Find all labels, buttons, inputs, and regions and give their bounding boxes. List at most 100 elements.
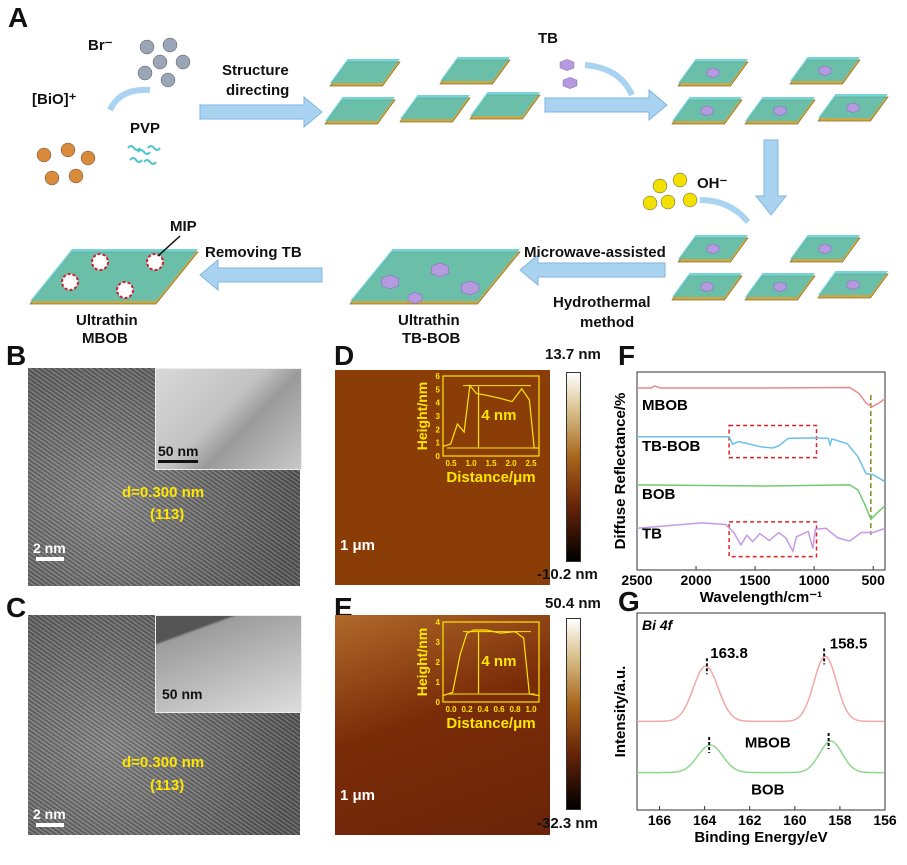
- ftir-xtick-label: 2500: [621, 572, 652, 588]
- xps-axes-frame: [636, 612, 886, 811]
- panel-label-c: C: [6, 592, 27, 623]
- height-profile-line: [442, 629, 540, 697]
- tb-molecule: [700, 105, 714, 117]
- height-xtick: 2.5: [525, 459, 537, 468]
- br-ion-sphere: [137, 65, 153, 81]
- height-ytick: 0: [436, 698, 441, 707]
- nanosheet-top: [400, 95, 470, 119]
- ftir-xtick-label: 1000: [799, 572, 830, 588]
- panel-label-b: B: [6, 340, 27, 371]
- height-ytick: 4: [436, 618, 441, 627]
- scale-b: 2 nm: [33, 540, 66, 556]
- oh-ion-sphere: [660, 194, 676, 210]
- height-profile-line: [442, 384, 539, 449]
- tbbob-label-1: Ultrathin: [398, 312, 460, 329]
- hydrothermal-label: Hydrothermal: [553, 294, 651, 311]
- peak-label: 158.5: [830, 635, 868, 652]
- height-ytick: 5: [436, 385, 441, 394]
- arrow-microwave: [519, 253, 666, 287]
- xps-xtick-label: 162: [738, 812, 762, 828]
- scalebar-c: [36, 823, 64, 827]
- ftir-axes-frame: [636, 371, 886, 571]
- arrow-down: [754, 139, 788, 216]
- tb-molecule: [559, 59, 575, 71]
- tb-molecule: [700, 281, 714, 293]
- bio-ion-sphere: [68, 168, 84, 184]
- colorbar-min-e: -32.3 nm: [537, 815, 598, 832]
- height-ytick: 0: [436, 452, 441, 461]
- height-ytick: 1: [436, 439, 441, 448]
- height-ytick: 6: [436, 372, 441, 381]
- scale-e: 1 μm: [340, 787, 376, 804]
- tb-molecule: [431, 262, 449, 278]
- arrow-removing-tb: [199, 258, 323, 292]
- d-spacing-c: d=0.300 nm: [122, 754, 205, 771]
- scale-d: 1 μm: [340, 537, 376, 554]
- height-ylabel: Height/nm: [414, 628, 430, 696]
- tb-molecule: [773, 281, 787, 293]
- xps-series-label: MBOB: [745, 734, 791, 751]
- tb-molecule: [846, 102, 860, 114]
- colorbar-min-d: -10.2 nm: [537, 566, 598, 583]
- ftir-series-label: MBOB: [642, 397, 688, 414]
- height-xtick: 1.5: [485, 459, 497, 468]
- scalebar-b: [36, 557, 64, 561]
- arrow-structure-directing: [199, 95, 323, 129]
- highlight-box: [728, 424, 818, 459]
- structure-label: Structure: [222, 62, 289, 79]
- tbbob-label-2: TB-BOB: [402, 330, 461, 347]
- inset-scale-c: 50 nm: [162, 686, 203, 702]
- bio-label: [BiO]⁺: [32, 91, 77, 108]
- tb-molecule: [407, 292, 423, 304]
- scale-c: 2 nm: [33, 806, 66, 822]
- xps-ylabel: Intensity/a.u.: [612, 666, 629, 758]
- tb-molecule: [461, 280, 479, 296]
- pvp-strand: [143, 159, 157, 165]
- height-value: 4 nm: [481, 407, 516, 424]
- height-xtick: 0.2: [461, 705, 473, 714]
- xps-xtick-label: 158: [828, 812, 852, 828]
- bio-ion-sphere: [80, 150, 96, 166]
- colorbar-d: [566, 372, 581, 562]
- plane-c: (113): [150, 777, 185, 794]
- tb-molecule: [706, 67, 720, 79]
- panel-label-g: G: [618, 586, 640, 617]
- mip-cavity: [116, 281, 134, 299]
- plane-b: (113): [150, 506, 185, 523]
- height-ytick: 2: [436, 658, 441, 667]
- height-ytick: 4: [436, 399, 441, 408]
- mip-cavity: [91, 253, 109, 271]
- oh-ion-sphere: [652, 178, 668, 194]
- br-ion-sphere: [175, 54, 191, 70]
- peak-label: 163.8: [710, 645, 748, 662]
- height-xlabel: Distance/μm: [446, 715, 535, 732]
- height-xtick: 0.4: [477, 705, 489, 714]
- pvp-strand: [137, 149, 151, 155]
- oh-ion-sphere: [642, 195, 658, 211]
- height-profile-frame: [442, 621, 540, 703]
- inset-scalebar-b: [158, 460, 198, 463]
- highlight-box: [728, 521, 818, 558]
- height-xtick: 0.5: [445, 459, 457, 468]
- xps-xtick-label: 164: [693, 812, 717, 828]
- bio-ion-sphere: [60, 142, 76, 158]
- ftir-series-tb-bob: [637, 436, 886, 483]
- nanosheet-top: [330, 59, 400, 83]
- pvp-strand: [129, 157, 143, 163]
- height-xtick: 1.0: [465, 459, 477, 468]
- pvp-strand: [147, 145, 161, 151]
- ftir-series-label: BOB: [642, 486, 676, 503]
- mbob-label-1: Ultrathin: [76, 312, 138, 329]
- oh-ion-sphere: [672, 172, 688, 188]
- mip-pointer: [157, 235, 181, 257]
- ftir-series-tb: [636, 522, 886, 554]
- xps-xtick-label: 166: [648, 812, 672, 828]
- mbob-label-2: MBOB: [82, 330, 128, 347]
- tem-inset-b: [155, 368, 302, 470]
- tb-molecule: [818, 65, 832, 77]
- height-profile-frame: [442, 375, 540, 457]
- tb-molecule: [381, 274, 399, 290]
- tb-label: TB: [538, 30, 558, 47]
- method-label: method: [580, 314, 635, 331]
